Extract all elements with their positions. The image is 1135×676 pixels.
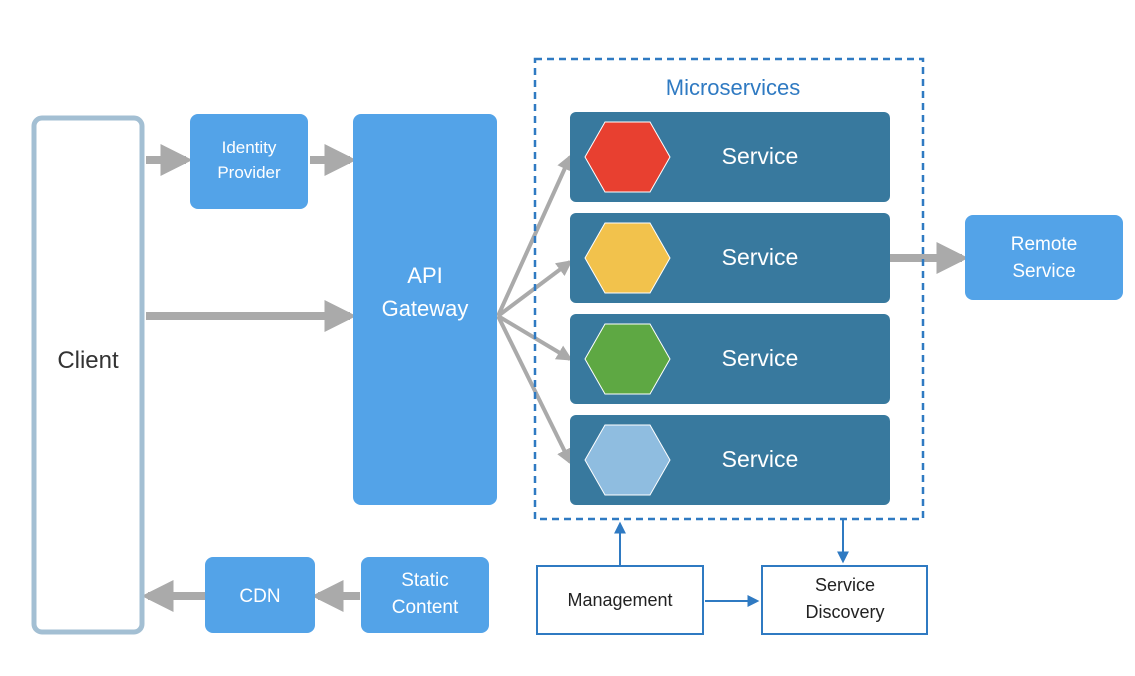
remote-service-label-line2: Service bbox=[1012, 261, 1075, 282]
microservices-group: Microservices Service Service Service Se… bbox=[533, 57, 925, 521]
client-node: Client bbox=[31, 115, 145, 635]
service-row-4: Service bbox=[570, 415, 890, 505]
microservices-title: Microservices bbox=[666, 75, 800, 100]
remote-service-label-line1: Remote bbox=[1011, 234, 1078, 255]
api-gateway-box bbox=[353, 114, 497, 505]
cdn-box bbox=[205, 557, 315, 633]
microservices-boundary bbox=[533, 57, 925, 521]
service-row-2: Service bbox=[570, 213, 890, 303]
remote-service-box bbox=[965, 215, 1123, 300]
hexagon-icon bbox=[584, 424, 671, 496]
client-box bbox=[31, 115, 145, 635]
cdn-node: CDN bbox=[205, 557, 315, 633]
service-discovery-node: Service Discovery bbox=[761, 565, 928, 635]
static-content-box bbox=[361, 557, 489, 633]
hexagon-icon bbox=[584, 222, 671, 294]
management-label: Management bbox=[567, 590, 672, 610]
client-label: Client bbox=[57, 347, 119, 374]
static-content-label-line2: Content bbox=[392, 597, 459, 618]
remote-service-node: Remote Service bbox=[965, 215, 1123, 300]
arrow-gateway-to-service-4 bbox=[496, 315, 572, 465]
service-row-3: Service bbox=[570, 314, 890, 404]
service-label: Service bbox=[722, 345, 799, 371]
cdn-label: CDN bbox=[239, 586, 280, 607]
static-content-label-line1: Static bbox=[401, 570, 449, 591]
service-label: Service bbox=[722, 143, 799, 169]
hexagon-icon bbox=[584, 323, 671, 395]
service-row-1: Service bbox=[570, 112, 890, 202]
blue-arrows bbox=[614, 520, 849, 607]
identity-provider-label-line1: Identity bbox=[222, 138, 277, 157]
service-discovery-label-line2: Discovery bbox=[805, 602, 884, 622]
service-discovery-box bbox=[761, 565, 928, 635]
api-gateway-label-line1: API bbox=[407, 263, 442, 288]
api-gateway-node: API Gateway bbox=[353, 114, 497, 505]
identity-provider-node: Identity Provider bbox=[190, 114, 308, 209]
identity-provider-label-line2: Provider bbox=[217, 163, 281, 182]
management-box bbox=[536, 565, 704, 635]
identity-provider-box bbox=[190, 114, 308, 209]
service-label: Service bbox=[722, 446, 799, 472]
static-content-node: Static Content bbox=[361, 557, 489, 633]
api-gateway-label-line2: Gateway bbox=[382, 296, 469, 321]
hexagon-icon bbox=[584, 121, 671, 193]
management-node: Management bbox=[536, 565, 704, 635]
service-label: Service bbox=[722, 244, 799, 270]
service-discovery-label-line1: Service bbox=[815, 575, 875, 595]
